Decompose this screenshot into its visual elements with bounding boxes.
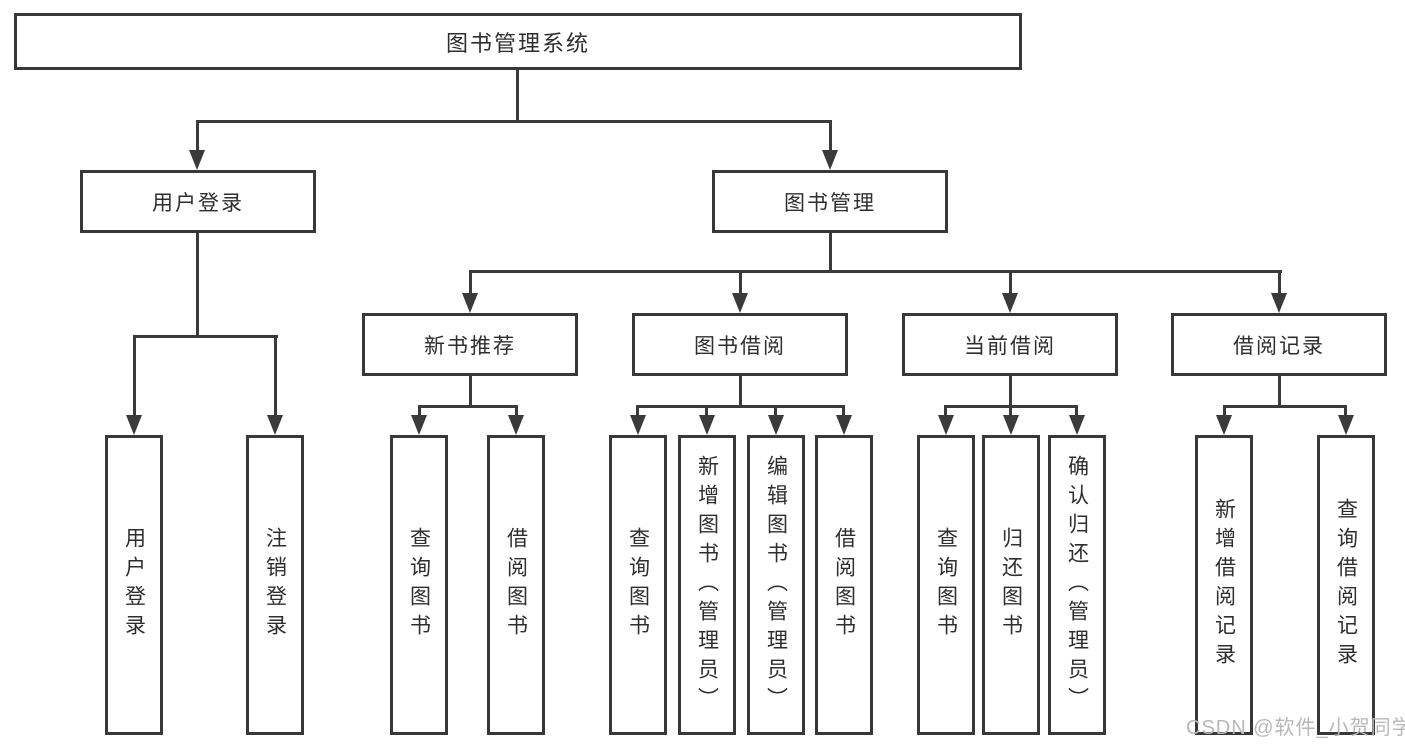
node-label: 归还图书	[999, 527, 1023, 643]
node-label: 图书借阅	[694, 334, 786, 358]
connector-mgmt-drop-3	[1009, 270, 1012, 296]
leaf-user-login: 用户登录	[105, 435, 163, 735]
leaf-current-return-books: 归还图书	[982, 435, 1040, 735]
node-book-borrowing: 图书借阅	[632, 313, 848, 376]
connector-mgmt-drop-4	[1278, 270, 1281, 296]
connector-borrow-drop-2	[705, 405, 708, 418]
leaf-borrow-edit-books-admin: 编辑图书（管理员）	[747, 435, 805, 735]
node-borrowing-records: 借阅记录	[1171, 313, 1387, 376]
leaf-rec-borrow-books: 借阅图书	[487, 435, 545, 735]
leaf-borrow-add-books-admin: 新增图书（管理员）	[678, 435, 736, 735]
connector-mgmt-bar	[469, 270, 1282, 273]
connector-current-drop-1	[944, 405, 947, 418]
connector-login-drop-2	[274, 335, 277, 417]
arrowhead-down-icon	[699, 415, 715, 435]
connector-rec-drop-2	[515, 405, 518, 418]
connector-mgmt-drop-1	[469, 270, 472, 296]
node-label: 注销登录	[263, 527, 287, 643]
arrowhead-down-icon	[630, 415, 646, 435]
leaf-records-query-record: 查询借阅记录	[1317, 435, 1375, 735]
connector-records-drop-2	[1344, 405, 1347, 418]
node-label: 查询图书	[407, 527, 431, 643]
arrowhead-down-icon	[462, 293, 478, 313]
arrowhead-down-icon	[1216, 415, 1232, 435]
node-label: 查询图书	[934, 527, 958, 643]
node-label: 编辑图书（管理员）	[764, 454, 788, 716]
leaf-current-confirm-return-admin: 确认归还（管理员）	[1048, 435, 1106, 735]
leaf-records-add-record: 新增借阅记录	[1195, 435, 1253, 735]
leaf-logout: 注销登录	[246, 435, 304, 735]
arrowhead-down-icon	[836, 415, 852, 435]
node-book-management: 图书管理	[712, 170, 948, 233]
connector-root-drop-mgmt	[829, 120, 832, 153]
node-user-login: 用户登录	[80, 170, 316, 233]
connector-login-bar	[133, 335, 278, 338]
connector-borrow-drop-4	[842, 405, 845, 418]
arrowhead-down-icon	[1003, 415, 1019, 435]
connector-rec-bar	[418, 405, 518, 408]
connector-borrow-trunk	[739, 376, 742, 407]
node-label: 新增借阅记录	[1212, 498, 1236, 672]
arrowhead-down-icon	[126, 415, 142, 435]
arrowhead-down-icon	[189, 150, 205, 170]
arrowhead-down-icon	[1002, 293, 1018, 313]
arrowhead-down-icon	[1338, 415, 1354, 435]
arrowhead-down-icon	[411, 415, 427, 435]
node-new-book-recommendation: 新书推荐	[362, 313, 578, 376]
connector-mgmt-trunk	[829, 233, 832, 273]
node-label: 用户登录	[152, 191, 244, 215]
connector-records-trunk	[1278, 376, 1281, 407]
csdn-watermark: CSDN @软件_小贺同学	[1186, 717, 1405, 739]
connector-records-bar	[1223, 405, 1347, 408]
node-label: 借阅记录	[1233, 334, 1325, 358]
connector-rec-drop-1	[418, 405, 421, 418]
node-label: 新书推荐	[424, 334, 516, 358]
connector-borrow-drop-3	[774, 405, 777, 418]
leaf-borrow-borrow-books: 借阅图书	[815, 435, 873, 735]
connector-records-drop-1	[1223, 405, 1226, 418]
connector-root-drop-login	[196, 120, 199, 153]
node-label: 图书管理	[784, 191, 876, 215]
node-label: 借阅图书	[504, 527, 528, 643]
node-label: 用户登录	[122, 527, 146, 643]
connector-login-trunk	[196, 233, 199, 337]
connector-current-drop-3	[1075, 405, 1078, 418]
node-label: 查询图书	[626, 527, 650, 643]
connector-mgmt-drop-2	[739, 270, 742, 296]
leaf-borrow-query-books: 查询图书	[609, 435, 667, 735]
node-label: 借阅图书	[832, 527, 856, 643]
connector-current-trunk	[1009, 376, 1012, 407]
connector-root-trunk	[516, 70, 519, 121]
node-label: 当前借阅	[964, 334, 1056, 358]
leaf-current-query-books: 查询图书	[917, 435, 975, 735]
node-label: 新增图书（管理员）	[695, 454, 719, 716]
connector-login-drop-1	[133, 335, 136, 417]
arrowhead-down-icon	[732, 293, 748, 313]
connector-borrow-bar	[636, 405, 845, 408]
arrowhead-down-icon	[508, 415, 524, 435]
arrowhead-down-icon	[1271, 293, 1287, 313]
node-label: 确认归还（管理员）	[1065, 454, 1089, 716]
arrowhead-down-icon	[768, 415, 784, 435]
node-current-borrowing: 当前借阅	[902, 313, 1118, 376]
arrowhead-down-icon	[1069, 415, 1085, 435]
connector-rec-trunk	[469, 376, 472, 407]
node-book-management-system: 图书管理系统	[14, 13, 1022, 70]
connector-root-bar	[196, 120, 832, 123]
connector-borrow-drop-1	[636, 405, 639, 418]
connector-current-drop-2	[1009, 405, 1012, 418]
arrowhead-down-icon	[938, 415, 954, 435]
leaf-rec-query-books: 查询图书	[390, 435, 448, 735]
arrowhead-down-icon	[822, 150, 838, 170]
node-label: 图书管理系统	[445, 30, 590, 56]
node-label: 查询借阅记录	[1334, 498, 1358, 672]
arrowhead-down-icon	[267, 415, 283, 435]
